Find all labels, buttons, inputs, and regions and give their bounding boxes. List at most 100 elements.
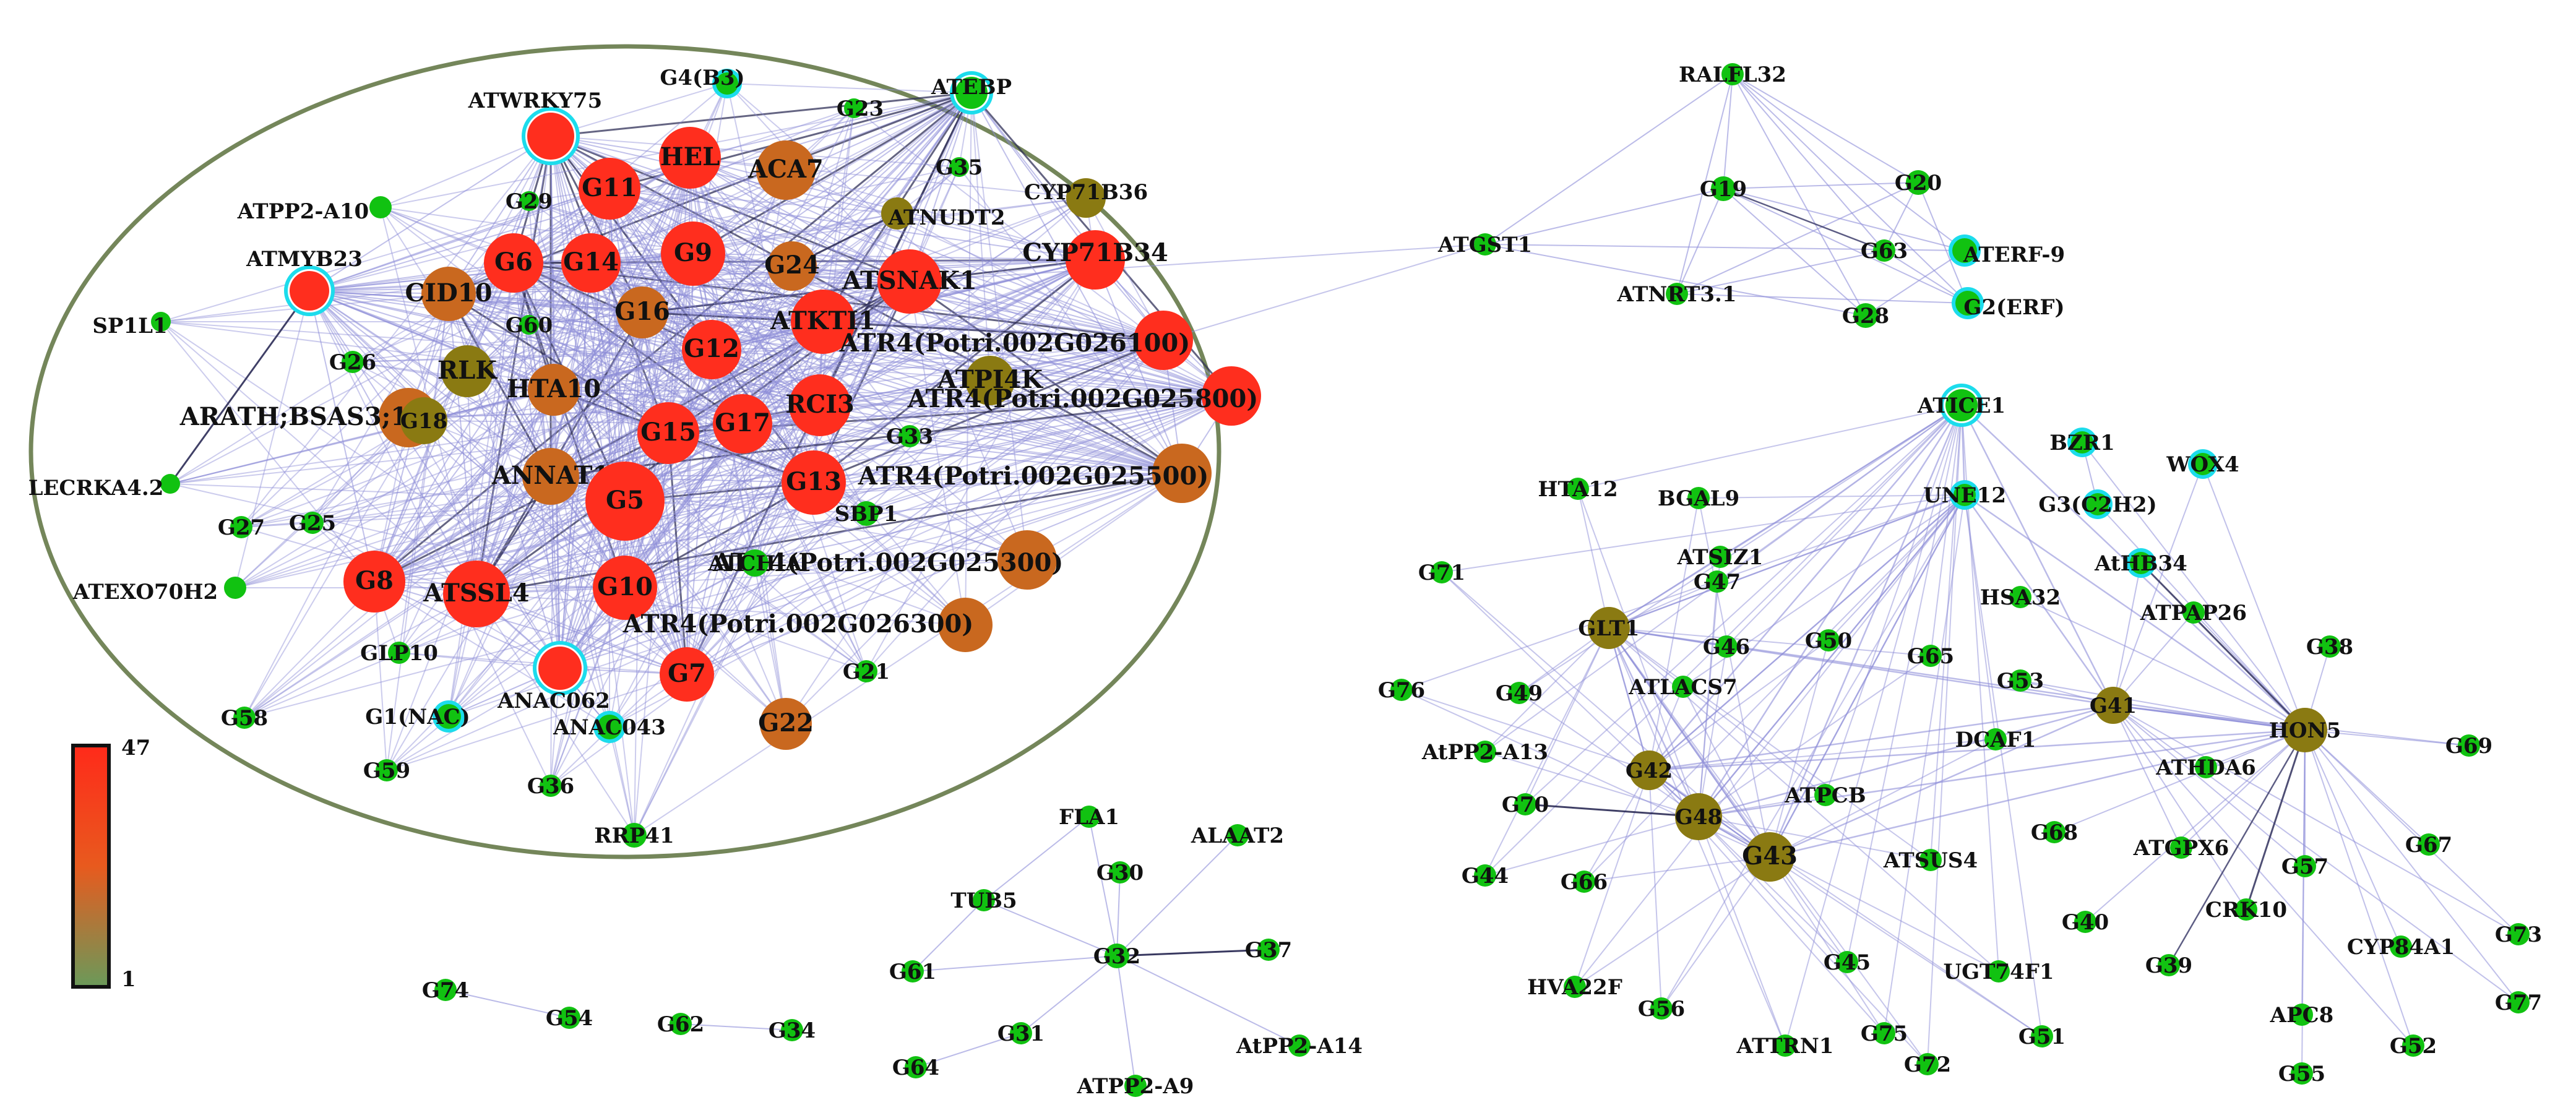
network-edge [1608,627,1700,817]
network-edge [448,293,669,434]
node-circle [434,979,457,1001]
node-circle [538,647,582,690]
network-edge [241,473,1182,528]
network-edge [476,259,1096,595]
node-label: G57 [2281,854,2328,879]
network-edge [813,473,1182,483]
network-edge [170,259,1096,484]
network-node: CYP71B34 [1022,230,1168,290]
network-edge [169,290,311,484]
network-node: G9 [661,221,725,286]
network-edge [2304,729,2519,935]
network-edge [1769,856,1885,1034]
network-edge [791,265,1164,341]
network-edge [2304,729,2414,1046]
network-edge [448,135,551,295]
network-node: G58 [221,706,268,731]
network-edge [785,259,1096,725]
node-circle [2507,991,2530,1013]
network-node: G77 [2495,991,2542,1015]
node-label: HEL [660,142,720,171]
network-edge [971,92,1182,474]
node-label: TUB5 [950,888,1017,913]
node-circle [2294,855,2316,877]
node-label: G27 [218,515,265,540]
network-node: ANAC043 [553,711,666,743]
network-edge [866,340,1164,672]
network-edge [624,587,867,672]
network-edge [448,293,477,595]
network-edge [819,108,855,406]
network-edge [1116,955,1136,1086]
network-edge [1964,494,2306,731]
network-edge [1676,188,1724,295]
network-edge [386,253,694,771]
network-edge [686,482,814,675]
network-edge [386,395,1232,771]
network-edge [822,108,855,322]
network-edge [553,389,561,669]
network-edge [553,389,1232,397]
network-node: G20 [1895,170,1942,196]
network-edge [408,321,824,418]
network-node: HSA32 [1980,585,2061,610]
network-node: ATEXO70H2 [72,577,246,604]
network-edge [1698,816,1786,1046]
network-node: HON5 [2269,708,2341,752]
network-edge [624,259,1096,588]
node-label: G58 [221,706,268,731]
network-node: G26 [329,350,376,375]
network-edge [624,501,867,672]
node-circle [376,759,398,781]
network-edge [624,501,786,725]
network-edge [476,593,635,836]
network-node: G38 [2306,635,2353,660]
node-label: BZR1 [2049,431,2114,455]
network-edge [909,280,1182,475]
network-edge [170,389,554,484]
node-label: G71 [1418,561,1465,585]
node-circle [2074,911,2096,933]
node-label: G41 [2090,694,2137,718]
network-edge [170,262,592,484]
node-label: AtPP2-A14 [1236,1034,1363,1059]
network-edge [909,92,972,282]
node-circle [1954,484,1976,506]
node-label: G76 [1378,678,1425,703]
node-circle [561,233,621,293]
network-edge [1697,405,1963,817]
network-node: G28 [1842,303,1889,329]
node-circle [660,647,714,702]
network-edge [609,405,821,728]
network-edge [352,349,712,363]
node-label: G26 [329,350,376,375]
node-circle [1514,793,1536,815]
network-node: G76 [1378,678,1425,703]
node-label: RALFL32 [1679,62,1786,87]
network-node: HVA22F [1527,975,1622,1000]
network-edge [983,816,1090,901]
node-circle [230,516,252,538]
node-label: ATR4(Potri.002G025300) [712,548,1064,577]
network-edge [241,135,551,528]
node-label: ATERF-9 [1963,243,2065,267]
network-edge [1484,816,1699,876]
network-node: G43 [1742,832,1798,882]
node-circle [1588,607,1630,649]
network-node: G50 [1805,629,1852,653]
network-edge [1930,405,1962,861]
network-node: G21 [843,660,890,684]
node-label: G42 [1626,759,1673,783]
legend-min-label: 1 [121,967,136,992]
node-label: G34 [769,1018,816,1043]
network-edge [754,321,824,564]
node-circle [1916,1053,1939,1075]
node-circle [854,501,879,526]
network-edge [711,92,972,350]
network-edge [386,293,449,771]
network-node: G8 [343,551,405,613]
network-edge [550,312,643,477]
node-circle [343,551,405,613]
network-edge [1648,640,1829,771]
network-edge [1401,689,1650,771]
